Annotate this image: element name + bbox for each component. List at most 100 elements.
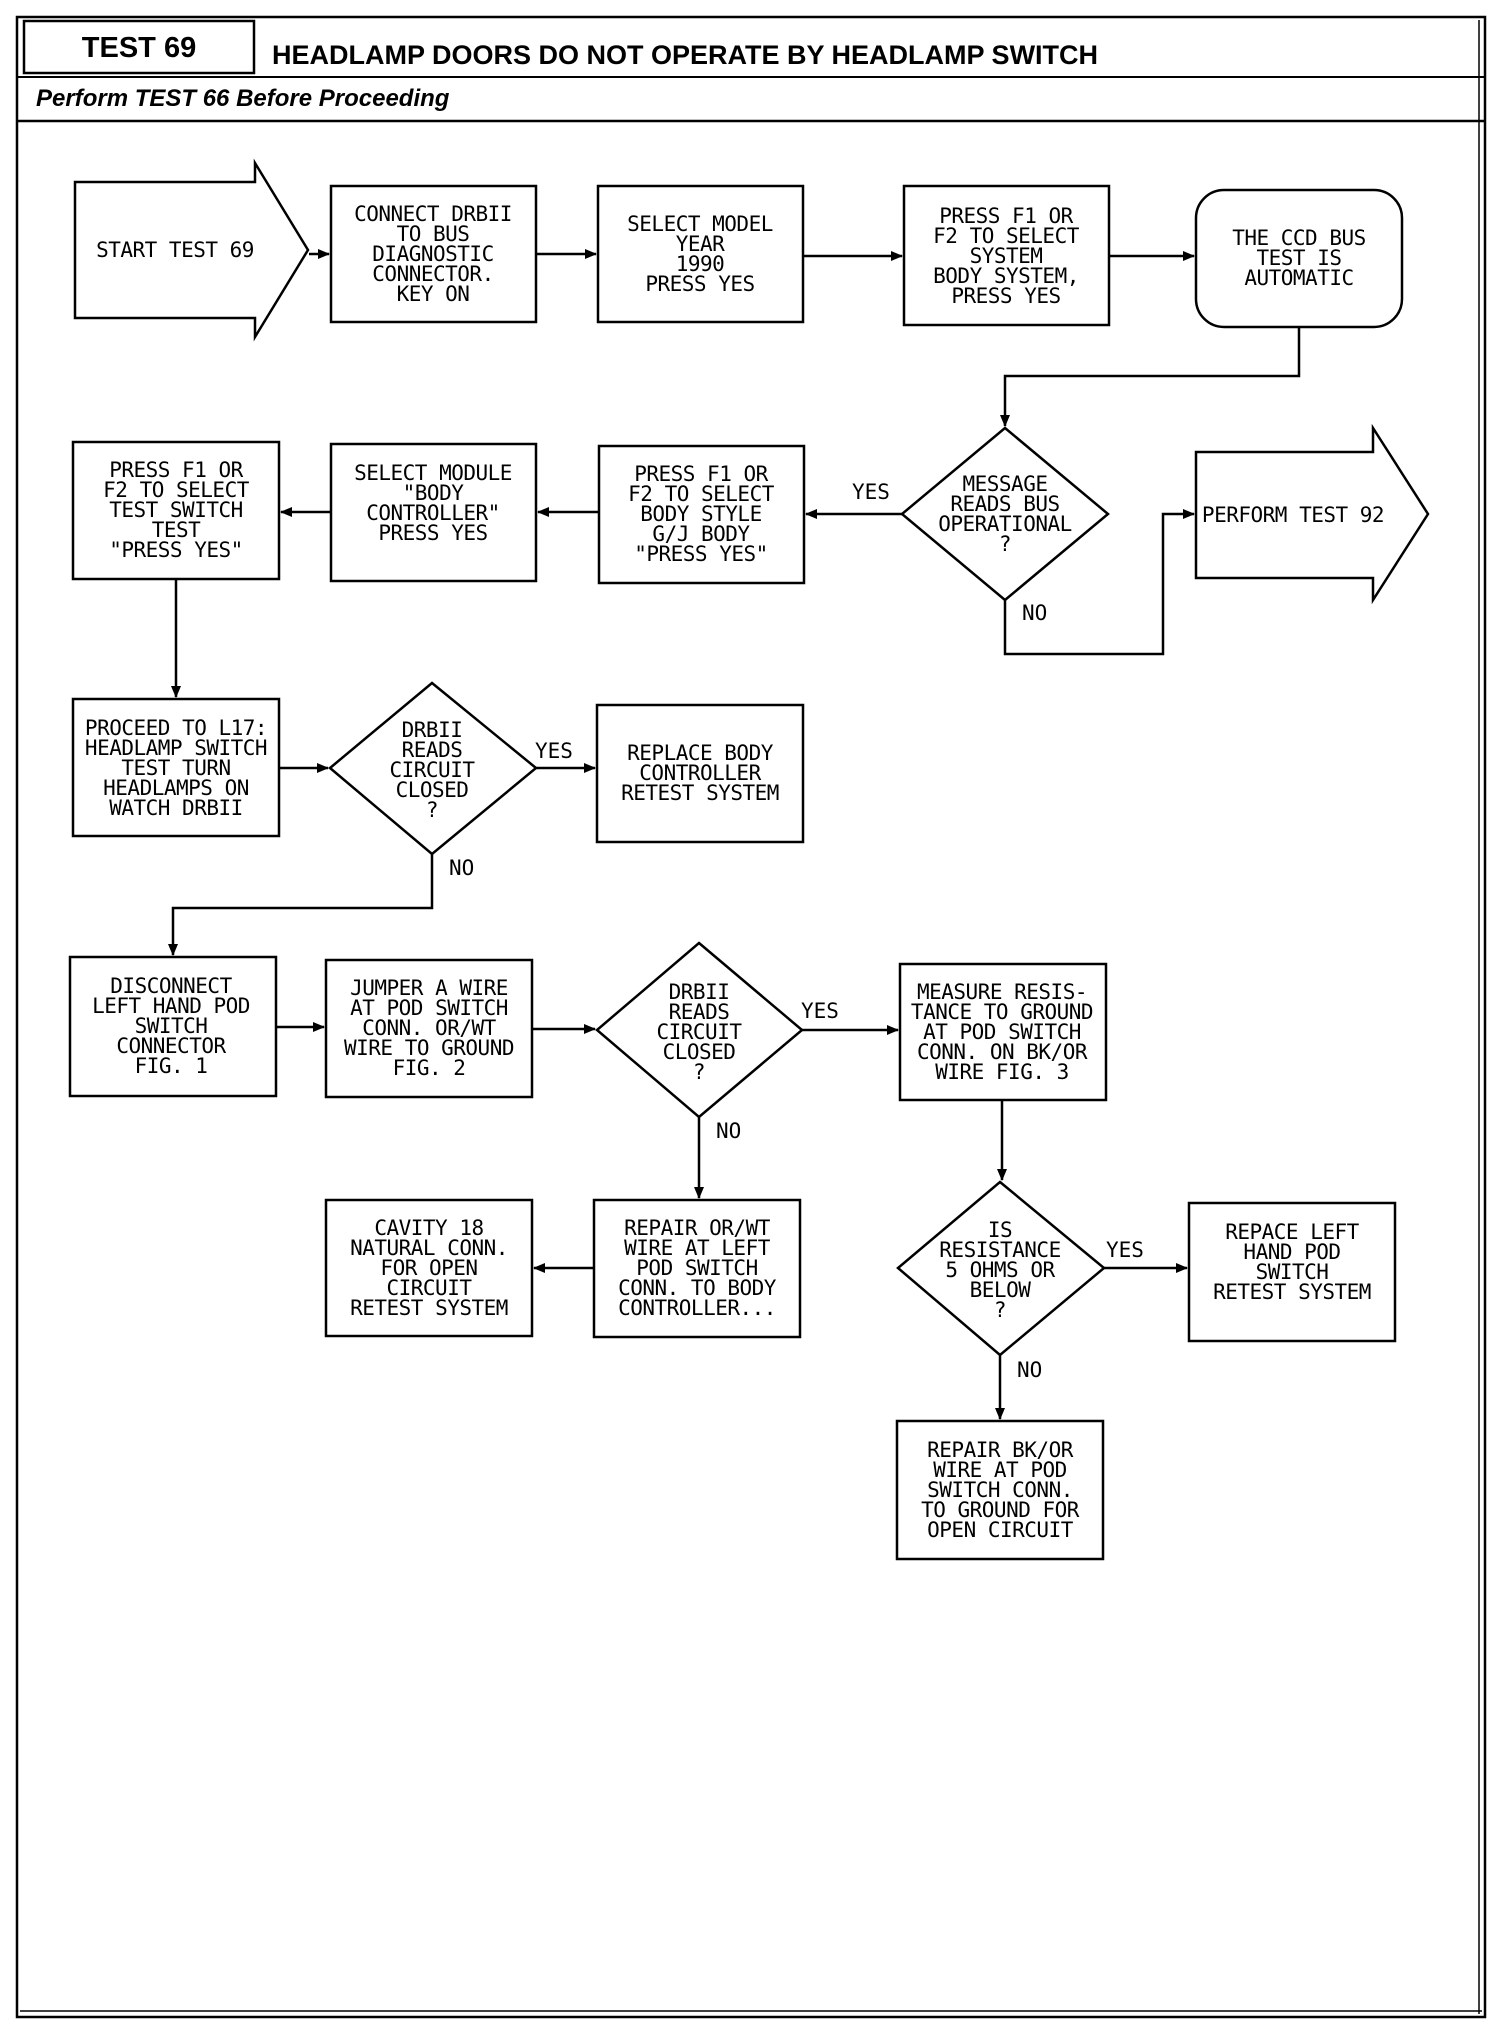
measure-line: CONN. ON BK/OR (917, 1040, 1088, 1064)
body-style-line: G/J BODY (652, 522, 750, 546)
yes-label-2: YES (535, 739, 573, 763)
select-year-box (596, 184, 805, 324)
cavity-line: CAVITY 18 (374, 1216, 483, 1240)
jumper-line: JUMPER A WIRE (350, 976, 508, 1000)
replace-pod-line: REPACE LEFT (1225, 1220, 1359, 1244)
msg-bus-line: ? (999, 532, 1011, 556)
no-label-3: NO (716, 1119, 741, 1143)
replace-pod-line: RETEST SYSTEM (1213, 1280, 1371, 1304)
page-subtitle: Perform TEST 66 Before Proceeding (36, 85, 450, 112)
start-line: START TEST 69 (96, 238, 254, 262)
perform-test92-text: PERFORM TEST 92 (1202, 503, 1385, 527)
drb-closed-2-line: CLOSED (663, 1040, 736, 1064)
test-switch-line: PRESS F1 OR (109, 458, 243, 482)
jumper-line: AT POD SWITCH (350, 996, 508, 1020)
resistance-line: ? (994, 1298, 1006, 1322)
no-label-2: NO (449, 856, 474, 880)
perform-test92-arrow (1194, 423, 1430, 605)
drb-closed-2-line: READS (669, 1000, 730, 1024)
proceed-l17-line: HEADLAMP SWITCH (85, 736, 267, 760)
replace-body-box (595, 703, 805, 844)
proceed-l17-line: PROCEED TO L17: (85, 716, 267, 740)
select-module-line: SELECT MODULE (354, 461, 512, 485)
drb-closed-1-line: DRBII (402, 718, 463, 742)
jumper-line: FIG. 2 (393, 1056, 466, 1080)
page-border (15, 15, 1487, 2019)
drb-closed-1-line: ? (426, 798, 438, 822)
proceed-l17-line: TEST TURN (121, 756, 230, 780)
select-system-line: PRESS YES (951, 284, 1060, 308)
replace-pod-line: HAND POD (1243, 1240, 1340, 1264)
body-style-line: BODY STYLE (640, 502, 761, 526)
select-year-line: SELECT MODEL (627, 212, 773, 236)
body-style-line: F2 TO SELECT (628, 482, 775, 506)
msg-bus-line: READS BUS (950, 492, 1059, 516)
disconnect-line: DISCONNECT (110, 974, 232, 998)
test-number-box (22, 19, 256, 75)
repair-bkor-line: WIRE AT POD (933, 1458, 1067, 1482)
test-switch-line: "PRESS YES" (109, 538, 243, 562)
proceed-l17-line: WATCH DRBII (109, 796, 243, 820)
test-switch-line: TEST SWITCH (109, 498, 243, 522)
select-year-line: PRESS YES (645, 272, 754, 296)
no-label-4: NO (1017, 1358, 1042, 1382)
connect-drb-box (329, 184, 538, 324)
test-switch-box (71, 440, 281, 581)
msg-bus-line: OPERATIONAL (938, 512, 1072, 536)
replace-pod-box (1187, 1201, 1397, 1343)
cavity-line: RETEST SYSTEM (350, 1296, 508, 1320)
body-style-line: "PRESS YES" (634, 542, 768, 566)
measure-box (898, 962, 1108, 1102)
repair-bkor-box (895, 1419, 1105, 1561)
repair-orwt-line: REPAIR OR/WT (624, 1216, 771, 1240)
test92-line: PERFORM TEST 92 (1202, 503, 1384, 527)
ccd-auto-line: THE CCD BUS (1232, 226, 1366, 250)
ccd-auto-line: AUTOMATIC (1244, 266, 1353, 290)
drb-closed-1-line: CLOSED (396, 778, 469, 802)
proceed-l17-line: HEADLAMPS ON (103, 776, 249, 800)
select-year-line: 1990 (676, 252, 725, 276)
cavity-line: FOR OPEN (380, 1256, 477, 1280)
disconnect-line: LEFT HAND POD (92, 994, 250, 1018)
select-module-line: CONTROLLER" (366, 501, 500, 525)
connect-line: TO BUS (397, 222, 470, 246)
disconnect-line: FIG. 1 (135, 1054, 208, 1078)
drb-closed-2-line: CIRCUIT (656, 1020, 742, 1044)
drb-closed-1-line: CIRCUIT (389, 758, 475, 782)
repair-orwt-line: POD SWITCH (636, 1256, 757, 1280)
select-system-line: F2 TO SELECT (933, 224, 1080, 248)
resistance-line: 5 OHMS OR (945, 1258, 1055, 1282)
measure-line: MEASURE RESIS- (917, 980, 1087, 1004)
cavity-line: NATURAL CONN. (350, 1236, 508, 1260)
repair-orwt-line: WIRE AT LEFT (624, 1236, 771, 1260)
replace-body-line: REPLACE BODY (627, 741, 774, 765)
select-system-line: BODY SYSTEM, (933, 264, 1079, 288)
select-system-line: SYSTEM (970, 244, 1043, 268)
select-module-line: "BODY (403, 481, 465, 505)
msg-bus-line: MESSAGE (962, 472, 1047, 496)
jumper-line: WIRE TO GROUND (344, 1036, 514, 1060)
repair-bkor-line: TO GROUND FOR (921, 1498, 1080, 1522)
select-system-box (902, 184, 1111, 327)
cavity-line: CIRCUIT (386, 1276, 472, 1300)
measure-line: AT POD SWITCH (923, 1020, 1081, 1044)
page-title: HEADLAMP DOORS DO NOT OPERATE BY HEADLAM… (272, 40, 1098, 70)
ccd-auto-line: TEST IS (1256, 246, 1341, 270)
replace-body-line: CONTROLLER (639, 761, 761, 785)
drb-closed-2-line: ? (693, 1060, 705, 1084)
measure-line: TANCE TO GROUND (911, 1000, 1093, 1024)
